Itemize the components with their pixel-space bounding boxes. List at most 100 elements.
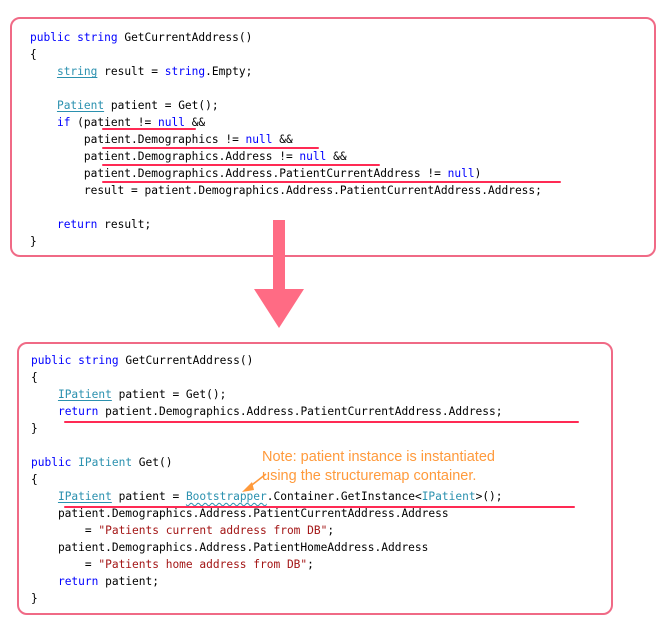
code-line: public string GetCurrentAddress(): [30, 29, 252, 46]
code-line: public string GetCurrentAddress(): [31, 352, 253, 369]
code-line: patient.Demographics.Address != null &&: [30, 148, 347, 165]
code-token: IPatient: [421, 490, 476, 503]
code-line: result = patient.Demographics.Address.Pa…: [30, 182, 542, 199]
code-line: return patient;: [31, 573, 159, 590]
code-line: return patient.Demographics.Address.Pati…: [31, 403, 503, 420]
code-token: patient.Demographics.Address !=: [30, 150, 300, 163]
code-token: {: [31, 371, 38, 384]
code-line: = "Patients home address from DB";: [31, 556, 314, 573]
highlight-underline: [102, 147, 319, 149]
code-token: [30, 218, 57, 231]
code-token: string: [77, 31, 118, 44]
code-token: if: [56, 116, 71, 129]
code-token: null: [299, 150, 327, 163]
code-token: public: [31, 456, 72, 469]
code-token: patient =: [111, 490, 186, 503]
code-token: &&: [184, 116, 206, 129]
code-line: {: [31, 471, 38, 488]
highlight-underline: [64, 421, 579, 423]
code-token: =: [31, 524, 99, 537]
code-token: patient.Demographics.Address.PatientCurr…: [98, 405, 503, 418]
code-line: = "Patients current address from DB";: [31, 522, 334, 539]
highlight-underline: [102, 181, 561, 183]
code-token: IPatient: [78, 456, 133, 469]
code-token: string: [56, 65, 98, 78]
code-token: {: [31, 473, 38, 486]
code-token: Get(): [132, 456, 173, 469]
code-token: &&: [272, 133, 293, 146]
code-token: patient;: [98, 575, 159, 588]
code-token: IPatient: [57, 490, 112, 503]
code-token: patient.Demographics !=: [30, 133, 246, 146]
note-pointer-arrow-icon: [242, 473, 267, 492]
code-token: [30, 65, 57, 78]
code-token: null: [158, 116, 185, 129]
code-line: patient.Demographics.Address.PatientHome…: [31, 539, 428, 556]
code-token: patient = Get();: [111, 388, 227, 401]
code-token: result =: [97, 65, 165, 78]
code-token: [31, 575, 58, 588]
code-line: patient.Demographics != null &&: [30, 131, 293, 148]
code-line: public IPatient Get(): [31, 454, 172, 471]
code-token: [30, 116, 57, 129]
code-token: string: [164, 65, 206, 78]
code-token: [31, 490, 58, 503]
code-token: return: [57, 405, 99, 418]
code-token: result;: [97, 218, 152, 231]
code-line: {: [30, 46, 37, 63]
code-line: Patient patient = Get();: [30, 97, 219, 114]
code-line: IPatient patient = Bootstrapper.Containe…: [31, 488, 503, 505]
note-annotation: Note: patient instance is instantiated u…: [262, 448, 562, 486]
code-token: public: [31, 354, 72, 367]
code-line: if (patient != null &&: [30, 114, 205, 131]
code-token: [30, 99, 57, 112]
code-token: string: [78, 354, 119, 367]
code-token: ;: [327, 524, 335, 537]
code-token: Patient: [56, 99, 105, 112]
highlight-underline: [64, 506, 575, 508]
code-token: IPatient: [57, 388, 112, 401]
code-line: patient.Demographics.Address.PatientCurr…: [31, 505, 449, 522]
code-token: >();: [475, 490, 503, 503]
code-token: patient = Get();: [104, 99, 219, 112]
code-line: }: [30, 233, 37, 250]
code-token: (patient !=: [70, 116, 158, 129]
code-token: null: [447, 167, 475, 180]
code-token: }: [31, 422, 38, 435]
code-token: return: [57, 575, 99, 588]
code-token: return: [56, 218, 98, 231]
code-token: patient.Demographics.Address.PatientCurr…: [31, 507, 449, 520]
code-token: .Empty;: [205, 65, 253, 78]
code-token: }: [31, 592, 38, 605]
code-line: patient.Demographics.Address.PatientCurr…: [30, 165, 481, 182]
note-line-2: using the structuremap container.: [262, 468, 477, 484]
original-code-panel: public string GetCurrentAddress() { strin…: [10, 17, 656, 257]
highlight-underline: [102, 128, 196, 130]
code-token: "Patients current address from DB": [98, 524, 328, 537]
code-line: string result = string.Empty;: [30, 63, 252, 80]
code-token: &&: [326, 150, 347, 163]
code-token: null: [245, 133, 273, 146]
down-arrow-icon: [254, 220, 304, 328]
code-token: [31, 405, 58, 418]
code-token: ): [474, 167, 482, 180]
code-token: ;: [307, 558, 314, 571]
code-line: {: [31, 369, 38, 386]
refactored-code-panel: public string GetCurrentAddress() { IPati…: [17, 342, 613, 615]
code-token: GetCurrentAddress(): [118, 354, 254, 367]
code-token: .Container.GetInstance<: [266, 490, 422, 503]
code-token: "Patients home address from DB": [98, 558, 308, 571]
code-token: }: [30, 235, 37, 248]
code-token: patient.Demographics.Address.PatientHome…: [31, 541, 429, 554]
highlight-underline: [102, 164, 380, 166]
code-token: result = patient.Demographics.Address.Pa…: [30, 184, 542, 197]
code-token: GetCurrentAddress(): [117, 31, 253, 44]
code-token: {: [30, 48, 37, 61]
code-token: =: [31, 558, 99, 571]
code-line: IPatient patient = Get();: [31, 386, 226, 403]
code-token: public: [30, 31, 71, 44]
code-line: return result;: [30, 216, 151, 233]
code-token: Bootstrapper: [185, 490, 267, 503]
note-line-1: Note: patient instance is instantiated: [262, 449, 495, 465]
code-token: patient.Demographics.Address.PatientCurr…: [30, 167, 448, 180]
